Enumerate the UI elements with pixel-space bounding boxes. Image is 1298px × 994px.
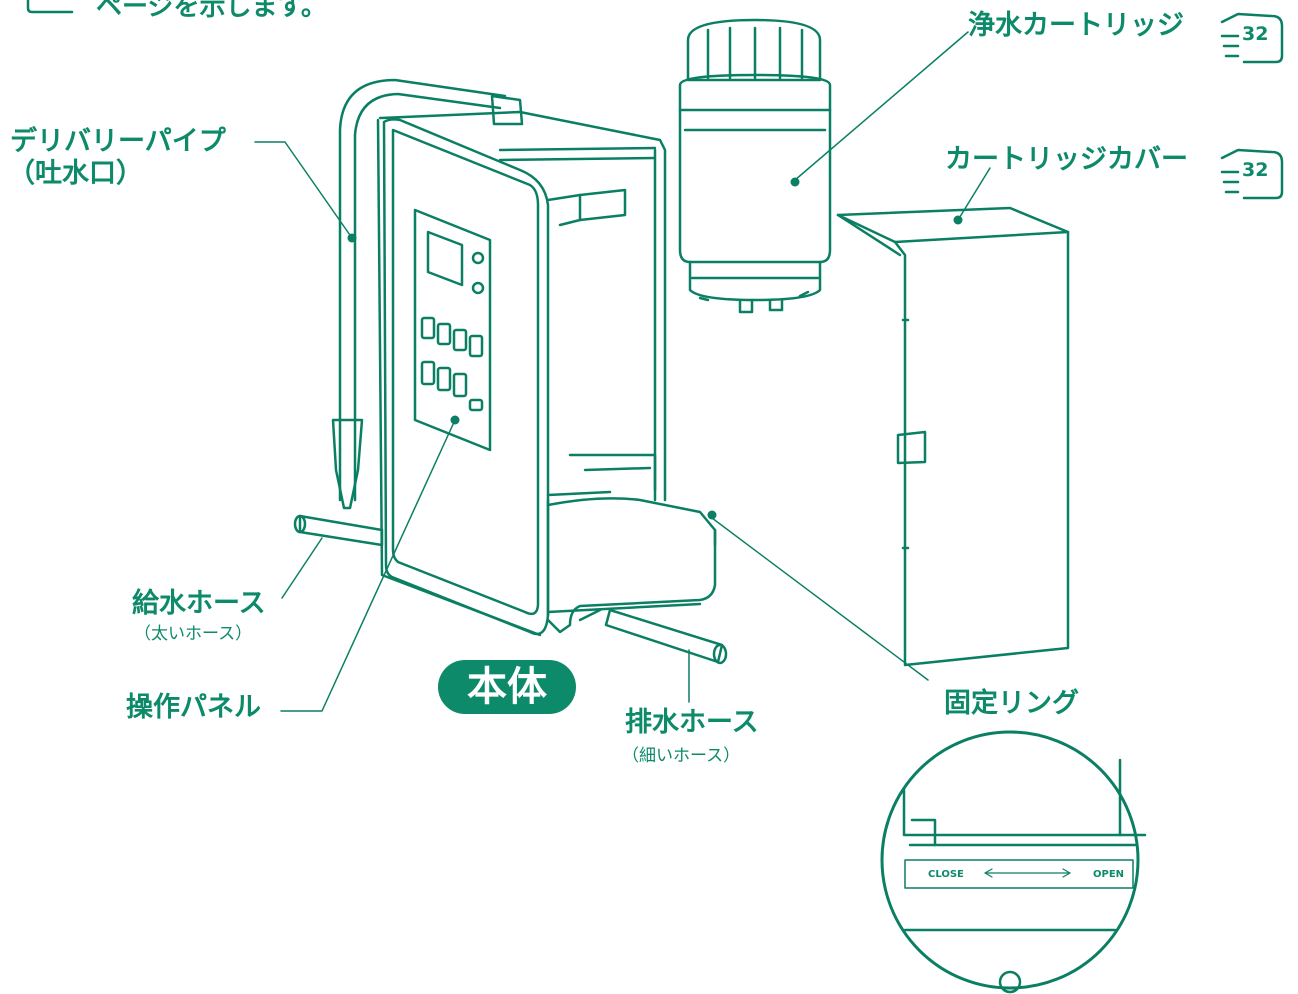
leader-dots [347,177,963,520]
cartridge-page-number: 32 [1242,23,1269,45]
main-body-badge: 本体 [438,660,576,714]
open-label: OPEN [1093,869,1124,880]
fixing-ring-label: 固定リング [944,688,1079,719]
pointing-finger-page-ref-icon [1220,12,1284,64]
supply-hose-sublabel: （太いホース） [134,624,253,644]
control-panel-illustration [413,208,492,452]
cartridge-cover-label: カートリッジカバー [945,144,1188,175]
cartridge-cover-illustration [836,206,1070,667]
leader-lines [254,31,991,712]
delivery-pipe-label: デリバリーパイプ [10,126,226,157]
supply-hose-label: 給水ホース [132,588,266,619]
cartridge-page-ref[interactable]: 32 [1220,14,1270,54]
legend-text: ページを示します。 [96,0,327,22]
cartridge-illustration [678,18,832,314]
control-panel-label: 操作パネル [126,692,261,723]
legend-page-icon [26,0,74,14]
drain-hose-label: 排水ホース [625,707,759,738]
delivery-pipe-sublabel: （吐水口） [8,158,143,189]
cartridge-cover-page-ref[interactable]: 32 [1220,150,1270,190]
cartridge-label: 浄水カートリッジ [968,10,1184,41]
hose-illustration [293,514,728,665]
main-body-illustration [376,110,717,637]
drain-hose-sublabel: （細いホース） [622,746,741,766]
pointing-finger-page-ref-icon [1220,148,1284,200]
close-label: CLOSE [928,869,964,880]
cartridge-cover-page-number: 32 [1242,159,1269,181]
fixing-ring-detail-inset [880,730,1147,994]
delivery-pipe-illustration [331,78,524,510]
